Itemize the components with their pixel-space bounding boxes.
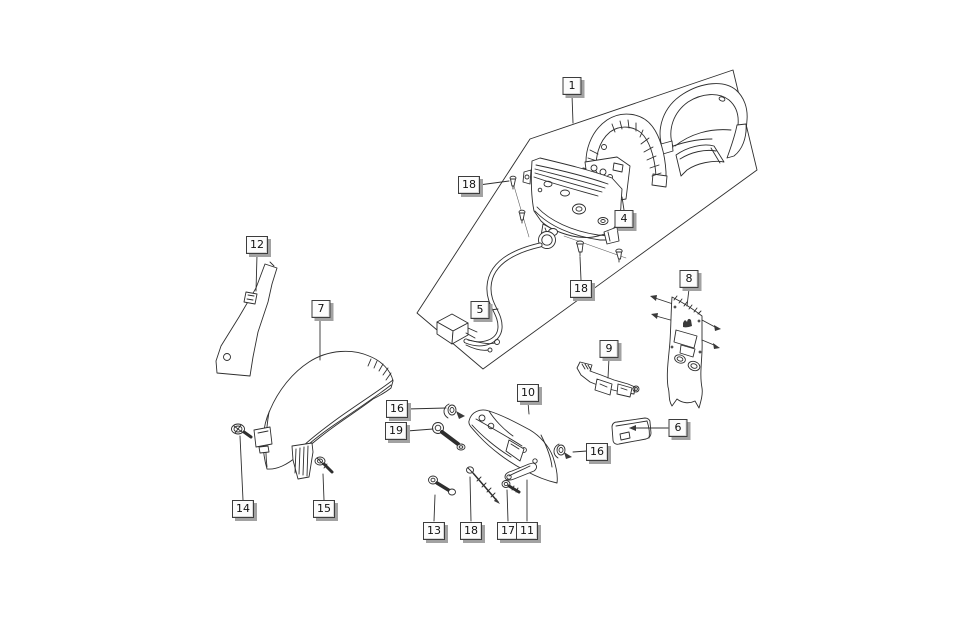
callout-19: 19 xyxy=(385,422,407,440)
flanged-nut-16-left xyxy=(443,403,465,419)
callout-9: 9 xyxy=(599,340,619,358)
callout-4: 4 xyxy=(614,210,634,228)
flanged-nut-16-right xyxy=(553,443,572,459)
callout-1: 1 xyxy=(562,77,582,95)
callout-18-middle: 18 xyxy=(570,280,592,298)
callout-13: 13 xyxy=(423,522,445,540)
callout-18-upper: 18 xyxy=(458,176,480,194)
tail-light-cover xyxy=(659,83,748,159)
reflector-lens xyxy=(611,417,652,445)
hex-bolt-19 xyxy=(432,422,466,451)
callout-16-left: 16 xyxy=(386,400,408,418)
support-bracket xyxy=(576,361,640,398)
screw-15 xyxy=(314,456,334,474)
wiring-harness xyxy=(436,228,558,353)
leader-lines xyxy=(239,94,690,522)
rear-fender xyxy=(253,350,394,480)
callout-7: 7 xyxy=(311,300,331,318)
lens-frame xyxy=(581,113,668,188)
callout-6: 6 xyxy=(668,419,688,437)
bolt-13 xyxy=(428,475,456,496)
callout-5: 5 xyxy=(470,301,490,319)
screw-17 xyxy=(501,480,521,494)
screw-14 xyxy=(231,423,253,439)
mud-flap xyxy=(650,295,721,409)
callout-18-bottom: 18 xyxy=(460,522,482,540)
callout-10: 10 xyxy=(517,384,539,402)
callout-14: 14 xyxy=(232,500,254,518)
mounting-plate xyxy=(215,261,278,377)
callout-12: 12 xyxy=(246,236,268,254)
callout-15: 15 xyxy=(313,500,335,518)
screw-18-middle-pair xyxy=(576,240,623,263)
screw-18-upper-pair xyxy=(509,175,526,224)
callout-8: 8 xyxy=(679,270,699,288)
callout-16-right: 16 xyxy=(586,443,608,461)
trim-strip xyxy=(504,462,537,481)
tapping-screw-18-bottom xyxy=(466,466,500,504)
gasket-lens xyxy=(675,144,725,177)
callout-11: 11 xyxy=(516,522,538,540)
